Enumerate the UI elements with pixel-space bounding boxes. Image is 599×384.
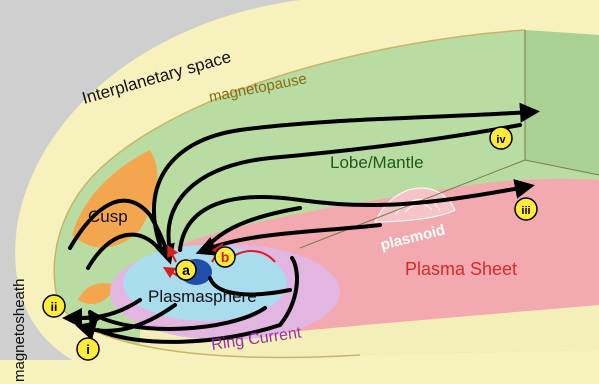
- label-plasmasphere: Plasmasphere: [148, 287, 257, 306]
- label-lobe: Lobe/Mantle: [330, 153, 424, 172]
- label-plasma-sheet: Plasma Sheet: [405, 259, 517, 279]
- label-cusp: Cusp: [88, 207, 128, 226]
- marker-a: a: [176, 260, 196, 280]
- marker-iv: iv: [490, 127, 512, 149]
- marker-i-text: i: [86, 342, 90, 357]
- marker-ii-text: ii: [51, 300, 58, 314]
- marker-i: i: [77, 338, 99, 360]
- marker-ii: ii: [43, 295, 65, 317]
- label-magnetosheath: magnetosheath: [11, 279, 28, 382]
- magnetosheath-bottom: [0, 360, 599, 384]
- marker-b-text: b: [221, 249, 230, 265]
- marker-iii: iii: [515, 198, 537, 220]
- marker-iv-text: iv: [496, 134, 506, 146]
- marker-a-text: a: [182, 262, 190, 278]
- marker-iii-text: iii: [521, 205, 530, 217]
- marker-b: b: [215, 247, 235, 267]
- box-face: [525, 30, 599, 175]
